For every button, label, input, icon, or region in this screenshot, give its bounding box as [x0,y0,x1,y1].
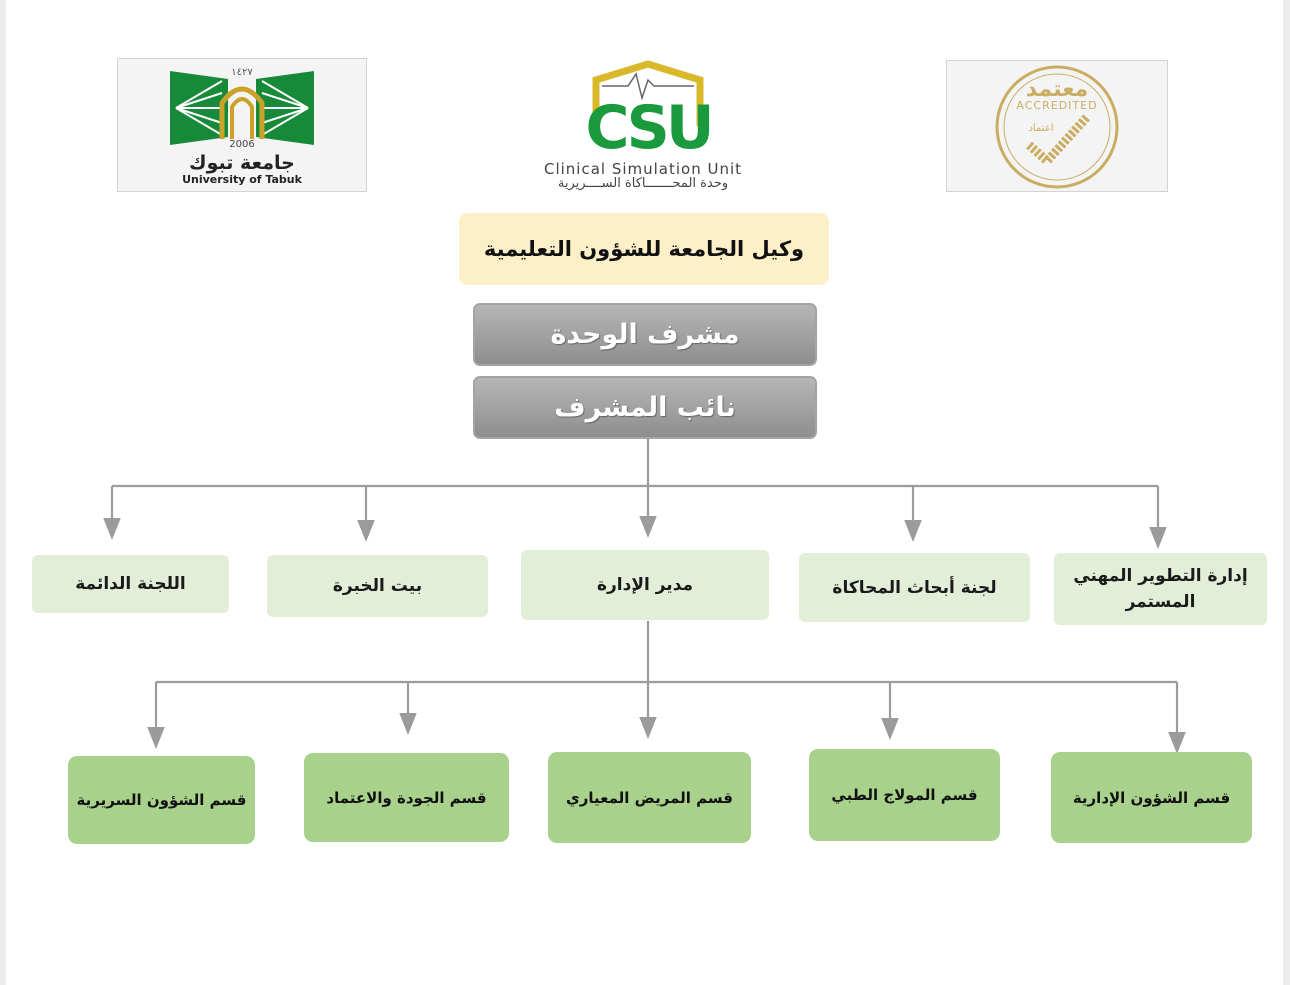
tabuk-emblem-icon [170,71,314,145]
clinical-affairs-dept-box: قسم الشؤون السريرية [68,756,255,844]
standing-committee-box: اللجنة الدائمة [32,555,229,613]
deputy-supervisor-box: نائب المشرف [473,376,817,439]
org-chart-page: ١٤٢٧ 2006 جامعة تبوك University of Tabuk… [6,0,1283,985]
accredited-seal-logo: معتمد ACCREDITED اعتماد [946,60,1168,192]
quality-accreditation-dept-box: قسم الجودة والاعتماد [304,753,509,842]
accredited-seal-text: اعتماد [1028,123,1054,134]
house-of-expertise-box: بيت الخبرة [267,555,488,617]
org-chart-connectors [103,438,1186,754]
medical-moulage-dept-box: قسم المولاج الطبي [809,749,1000,841]
clinical-simulation-unit-logo: CSU Clinical Simulation Unit وحدة المحــ… [518,60,768,192]
vice-rector-box: وكيل الجامعة للشؤون التعليمية [459,213,829,285]
tabuk-year-hijri: ١٤٢٧ [231,67,253,78]
tabuk-name-arabic: جامعة تبوك [189,152,295,174]
unit-supervisor-box: مشرف الوحدة [473,303,817,366]
csu-name-arabic: وحدة المحـــــــاكاة الســــريرية [557,176,729,191]
accreditation-seal-icon [995,65,1119,189]
csu-name-english: Clinical Simulation Unit [543,160,743,178]
accredited-word-english: ACCREDITED [1016,99,1098,112]
university-of-tabuk-logo: ١٤٢٧ 2006 جامعة تبوك University of Tabuk [117,58,367,192]
administrative-affairs-dept-box: قسم الشؤون الإدارية [1051,752,1252,843]
administration-director-box: مدير الإدارة [521,550,769,620]
csu-emblem-icon: CSU [585,60,715,160]
csu-letters: CSU [585,93,710,160]
tabuk-year: 2006 [229,139,255,150]
continuing-professional-development-box: إدارة التطوير المهني المستمر [1054,553,1267,625]
tabuk-name-english: University of Tabuk [182,173,302,186]
accredited-word-arabic: معتمد [1025,77,1089,102]
simulation-research-committee-box: لجنة أبحاث المحاكاة [799,553,1030,622]
standardized-patient-dept-box: قسم المريض المعياري [548,752,751,843]
